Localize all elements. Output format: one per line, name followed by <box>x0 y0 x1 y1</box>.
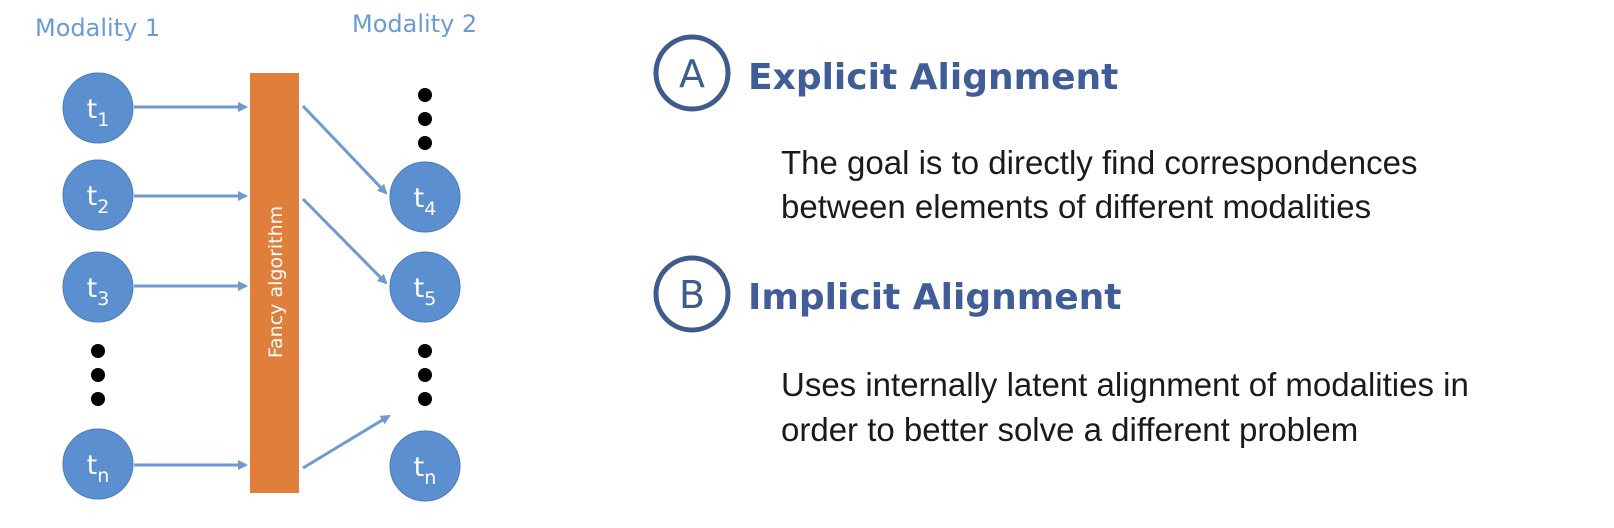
node-base: t <box>87 181 98 212</box>
svg-text:t4: t4 <box>414 183 437 220</box>
node-subscript: n <box>424 467 436 489</box>
section-description-line: The goal is to directly find corresponde… <box>781 144 1418 181</box>
section-description-line: Uses internally latent alignment of moda… <box>781 366 1469 403</box>
ellipsis-dot <box>418 88 432 102</box>
svg-text:t2: t2 <box>87 181 110 218</box>
node-base: t <box>414 273 425 304</box>
node-subscript: 4 <box>424 198 436 220</box>
node-subscript: 2 <box>97 196 109 218</box>
badge-b: B <box>653 255 731 333</box>
right-middle-ellipsis <box>418 344 432 406</box>
section-title: Implicit Alignment <box>748 277 1121 318</box>
left-node-tn: tn <box>62 428 134 500</box>
section-implicit-alignment: B Implicit Alignment Uses internally lat… <box>653 255 1469 448</box>
badge-letter: B <box>679 273 705 317</box>
algorithm-bar: Fancy algorithm <box>250 73 299 493</box>
arrow-algorithm-to-tn <box>302 414 391 470</box>
badge-letter: A <box>679 52 705 96</box>
badge-a: A <box>653 34 731 112</box>
node-subscript: 5 <box>424 288 436 310</box>
svg-text:tn: tn <box>87 450 110 487</box>
modality-1-label: Modality 1 <box>35 14 160 42</box>
section-description-line: between elements of different modalities <box>781 188 1371 225</box>
algorithm-label: Fancy algorithm <box>265 206 287 358</box>
node-base: t <box>87 450 98 481</box>
ellipsis-dot <box>418 392 432 406</box>
ellipsis-dot <box>418 368 432 382</box>
left-node-t3: t3 <box>62 251 134 323</box>
node-base: t <box>87 273 98 304</box>
node-subscript: n <box>97 465 109 487</box>
ellipsis-dot <box>91 368 105 382</box>
ellipsis-dot <box>91 392 105 406</box>
ellipsis-dot <box>418 136 432 150</box>
section-explicit-alignment: A Explicit Alignment The goal is to dire… <box>653 34 1418 225</box>
node-subscript: 1 <box>97 109 109 131</box>
svg-text:t3: t3 <box>87 273 110 310</box>
ellipsis-dot <box>91 344 105 358</box>
section-description-line: order to better solve a different proble… <box>781 411 1358 448</box>
right-node-t4: t4 <box>389 161 461 233</box>
svg-text:t1: t1 <box>87 94 110 131</box>
right-node-tn: tn <box>389 430 461 502</box>
node-base: t <box>87 94 98 125</box>
left-node-t2: t2 <box>62 159 134 231</box>
left-ellipsis <box>91 344 105 406</box>
section-title: Explicit Alignment <box>748 57 1118 98</box>
right-node-t5: t5 <box>389 251 461 323</box>
ellipsis-dot <box>418 344 432 358</box>
right-top-ellipsis <box>418 88 432 150</box>
arrow-algorithm-to-t5 <box>301 197 388 285</box>
node-base: t <box>414 183 425 214</box>
arrow-algorithm-to-t4 <box>301 104 388 195</box>
node-subscript: 3 <box>97 288 109 310</box>
svg-text:tn: tn <box>414 452 437 489</box>
modality-2-label: Modality 2 <box>352 10 477 38</box>
svg-text:t5: t5 <box>414 273 437 310</box>
left-node-t1: t1 <box>62 72 134 144</box>
ellipsis-dot <box>418 112 432 126</box>
node-base: t <box>414 452 425 483</box>
